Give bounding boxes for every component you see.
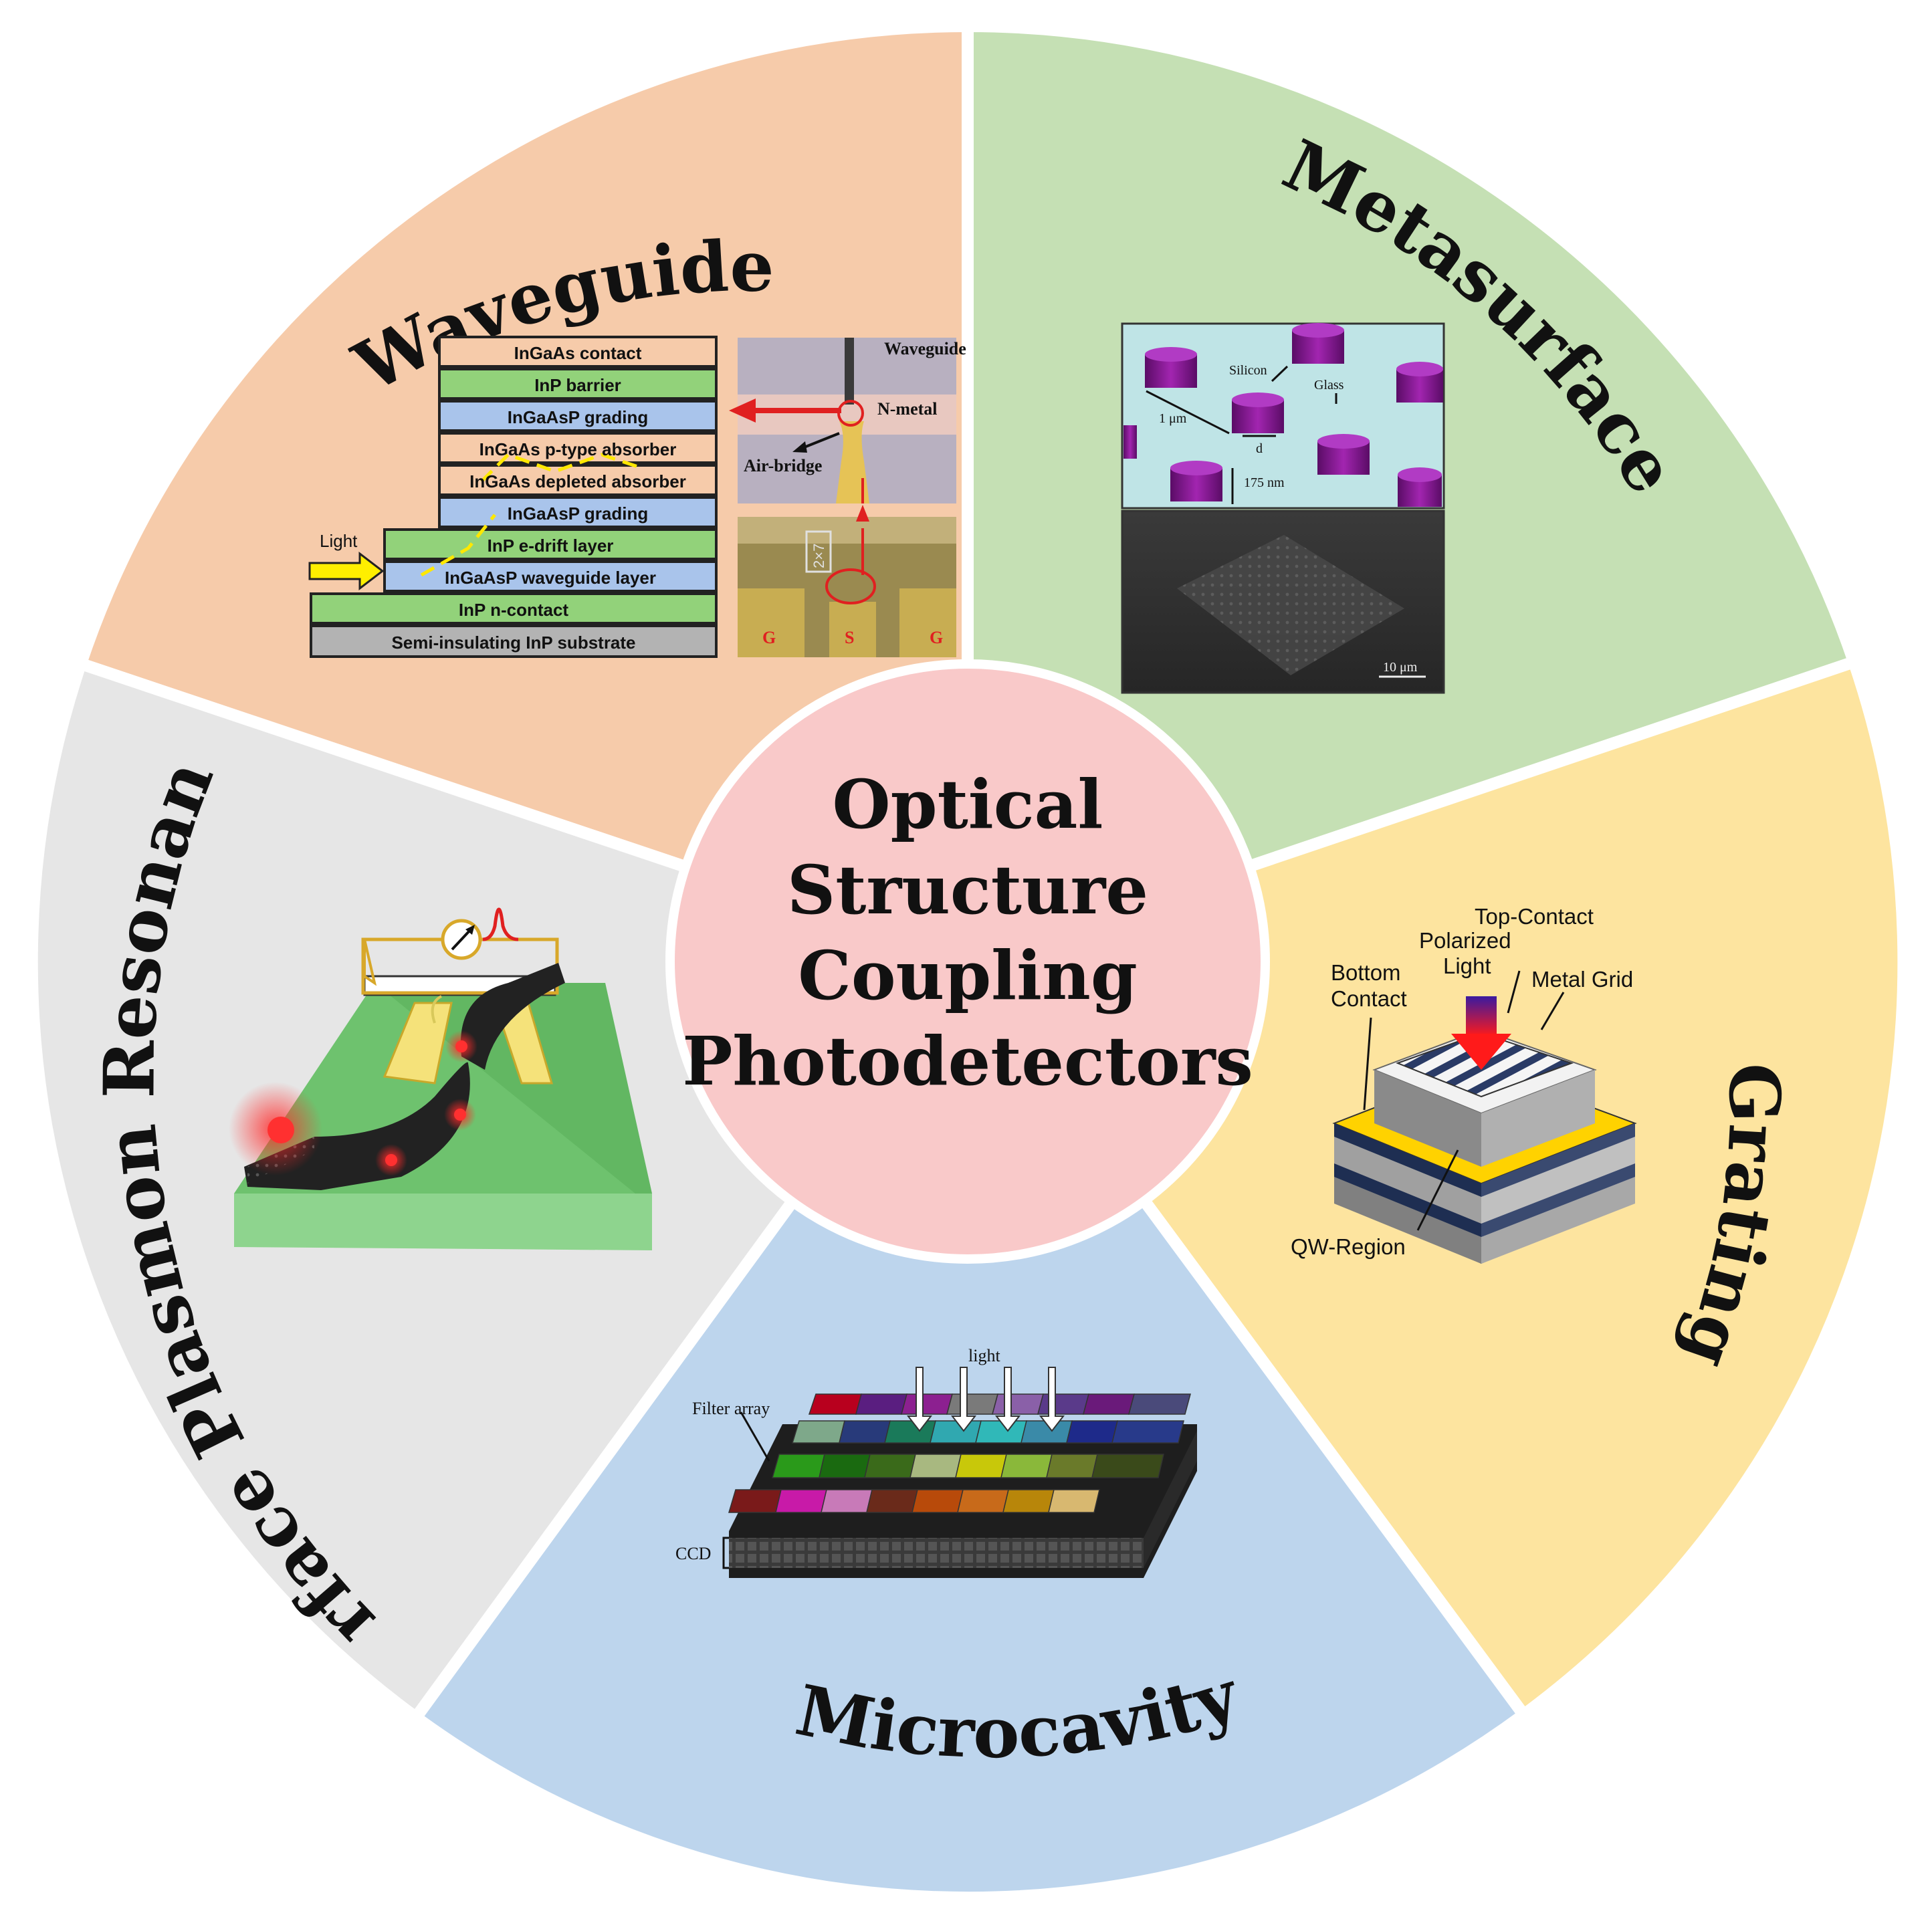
waveguide-micrograph-top: Waveguide N-metal Air-bridge — [729, 338, 966, 503]
polarized-light-arrow-icon — [1451, 1034, 1511, 1070]
label-light: Light — [1443, 953, 1491, 978]
resonance-peak-icon — [482, 907, 519, 941]
layer-label: InGaAsP waveguide layer — [445, 568, 656, 588]
center-line-4: Photodetectors — [682, 1022, 1253, 1101]
layer-label: InP e-drift layer — [488, 536, 614, 556]
pad-label-g1: G — [762, 628, 776, 647]
light-arrow-icon — [1039, 1367, 1065, 1432]
layer-label: InGaAsP grading — [508, 407, 648, 427]
light-arrow-icon — [906, 1367, 933, 1432]
layer-label: InP barrier — [534, 375, 621, 395]
micrograph-label-waveguide: Waveguide — [884, 339, 966, 358]
light-input: Light — [308, 531, 385, 591]
scale-bar-label: 10 μm — [1383, 660, 1418, 675]
light-arrow-icon — [308, 551, 385, 591]
layer-label: InP n-contact — [459, 600, 569, 620]
label-d: d — [1256, 441, 1263, 456]
waveguide-layer-stack: InGaAs contact InP barrier InGaAsP gradi… — [310, 336, 718, 658]
layer-label: InGaAs depleted absorber — [469, 471, 686, 491]
label-filter-array: Filter array — [692, 1399, 770, 1418]
center-line-3: Coupling — [798, 936, 1138, 1015]
label-contact: Contact — [1331, 986, 1407, 1011]
metasurface-pillar-render: Silicon Glass 1 μm d 175 nm — [1121, 322, 1445, 510]
pad-label-s: S — [845, 628, 854, 647]
label-glass: Glass — [1314, 378, 1344, 392]
microcavity-filter-array: light Filter array CCD — [675, 1346, 1197, 1578]
light-label: Light — [320, 531, 358, 551]
label-top-contact: Top-Contact — [1475, 904, 1594, 929]
center-line-2: Structure — [787, 851, 1148, 929]
layer-label: InGaAsP grading — [508, 503, 648, 524]
layer-label: InGaAs p-type absorber — [479, 439, 677, 459]
layer-label: Semi-insulating InP substrate — [391, 633, 635, 653]
pad-label-g2: G — [930, 628, 943, 647]
label-1um: 1 μm — [1159, 411, 1187, 426]
waveguide-micrograph-bottom: 2×7 G S G — [738, 505, 956, 657]
label-polarized: Polarized — [1419, 928, 1511, 953]
label-bottom: Bottom — [1331, 960, 1401, 985]
light-arrow-icon — [950, 1367, 977, 1432]
layer-label: InGaAs contact — [514, 343, 642, 363]
chip-label: 2×7 — [811, 544, 827, 568]
label-light: light — [968, 1346, 1000, 1365]
center-circle — [665, 659, 1270, 1264]
label-ccd: CCD — [675, 1544, 711, 1563]
light-arrow-icon — [994, 1367, 1021, 1432]
center-title: Optical Structure Coupling Photodetector… — [682, 765, 1253, 1101]
center-line-1: Optical — [833, 765, 1103, 844]
label-qw-region: QW-Region — [1291, 1234, 1406, 1259]
micrograph-label-nmetal: N-metal — [877, 399, 938, 419]
label-metal-grid: Metal Grid — [1531, 967, 1633, 992]
grating-device-render: Top-Contact Polarized Light Metal Grid B… — [1291, 904, 1637, 1264]
metasurface-sem-image: 10 μm — [1121, 510, 1445, 694]
label-175nm: 175 nm — [1244, 475, 1285, 490]
spr-device-render — [229, 907, 652, 1250]
micrograph-label-airbridge: Air-bridge — [744, 456, 822, 475]
label-silicon: Silicon — [1229, 363, 1267, 378]
